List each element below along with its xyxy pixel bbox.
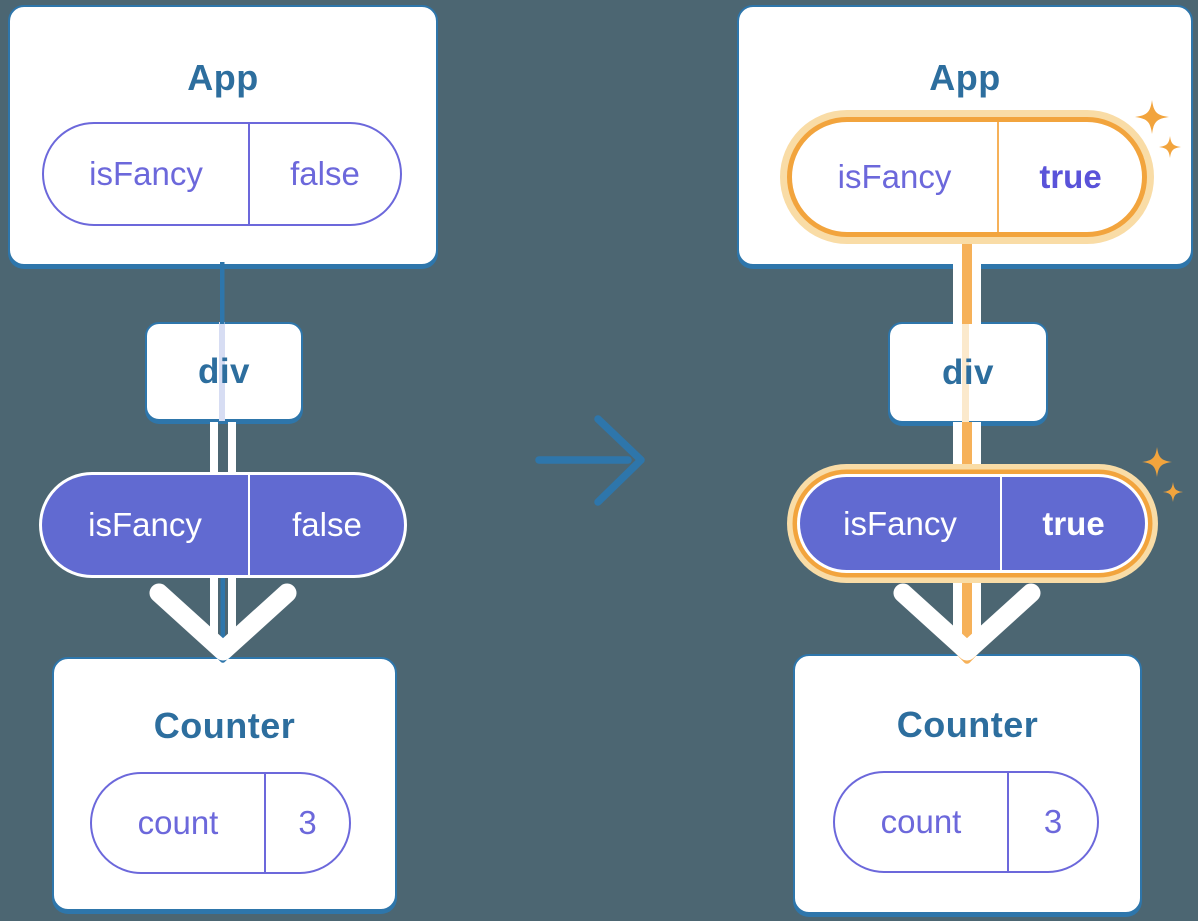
component-title: App [187, 57, 259, 98]
sparkle-icon [1135, 100, 1181, 158]
state-name: isFancy [792, 122, 999, 232]
state-pill-app-left: isFancy false [42, 122, 402, 226]
prop-name: isFancy [800, 477, 1002, 570]
state-pill-counter-left: count 3 [90, 772, 351, 874]
div-card-left: div [145, 322, 303, 421]
context-edge-through-card [962, 322, 969, 423]
render-edge-line [220, 262, 225, 324]
component-title: Counter [153, 705, 296, 746]
state-name: count [92, 774, 266, 872]
state-value: true [1039, 158, 1102, 195]
render-edge-through-card [219, 322, 225, 421]
props-chevron-icon [893, 583, 1041, 661]
arrow-right-icon [535, 415, 645, 506]
state-name: isFancy [44, 124, 250, 224]
prop-value: false [292, 506, 362, 543]
prop-value: true [1042, 504, 1105, 542]
state-pill-app-right-highlighted: isFancy true [787, 117, 1147, 237]
component-title: div [197, 351, 251, 391]
component-title: App [929, 57, 1001, 98]
state-name: count [835, 773, 1009, 871]
props-chevron-icon [149, 583, 297, 661]
props-pill-left: isFancy false [42, 475, 404, 575]
context-value-line [962, 234, 972, 324]
prop-name: isFancy [42, 475, 250, 575]
state-value: false [290, 155, 360, 192]
state-value: 3 [298, 804, 317, 841]
component-title: div [941, 352, 995, 392]
state-pill-counter-right: count 3 [833, 771, 1099, 873]
render-edge-line [220, 560, 225, 657]
sparkle-icon [1142, 447, 1183, 502]
component-title: Counter [896, 704, 1039, 745]
props-pill-right-highlighted: isFancy true [800, 477, 1145, 570]
state-value: 3 [1043, 803, 1063, 840]
